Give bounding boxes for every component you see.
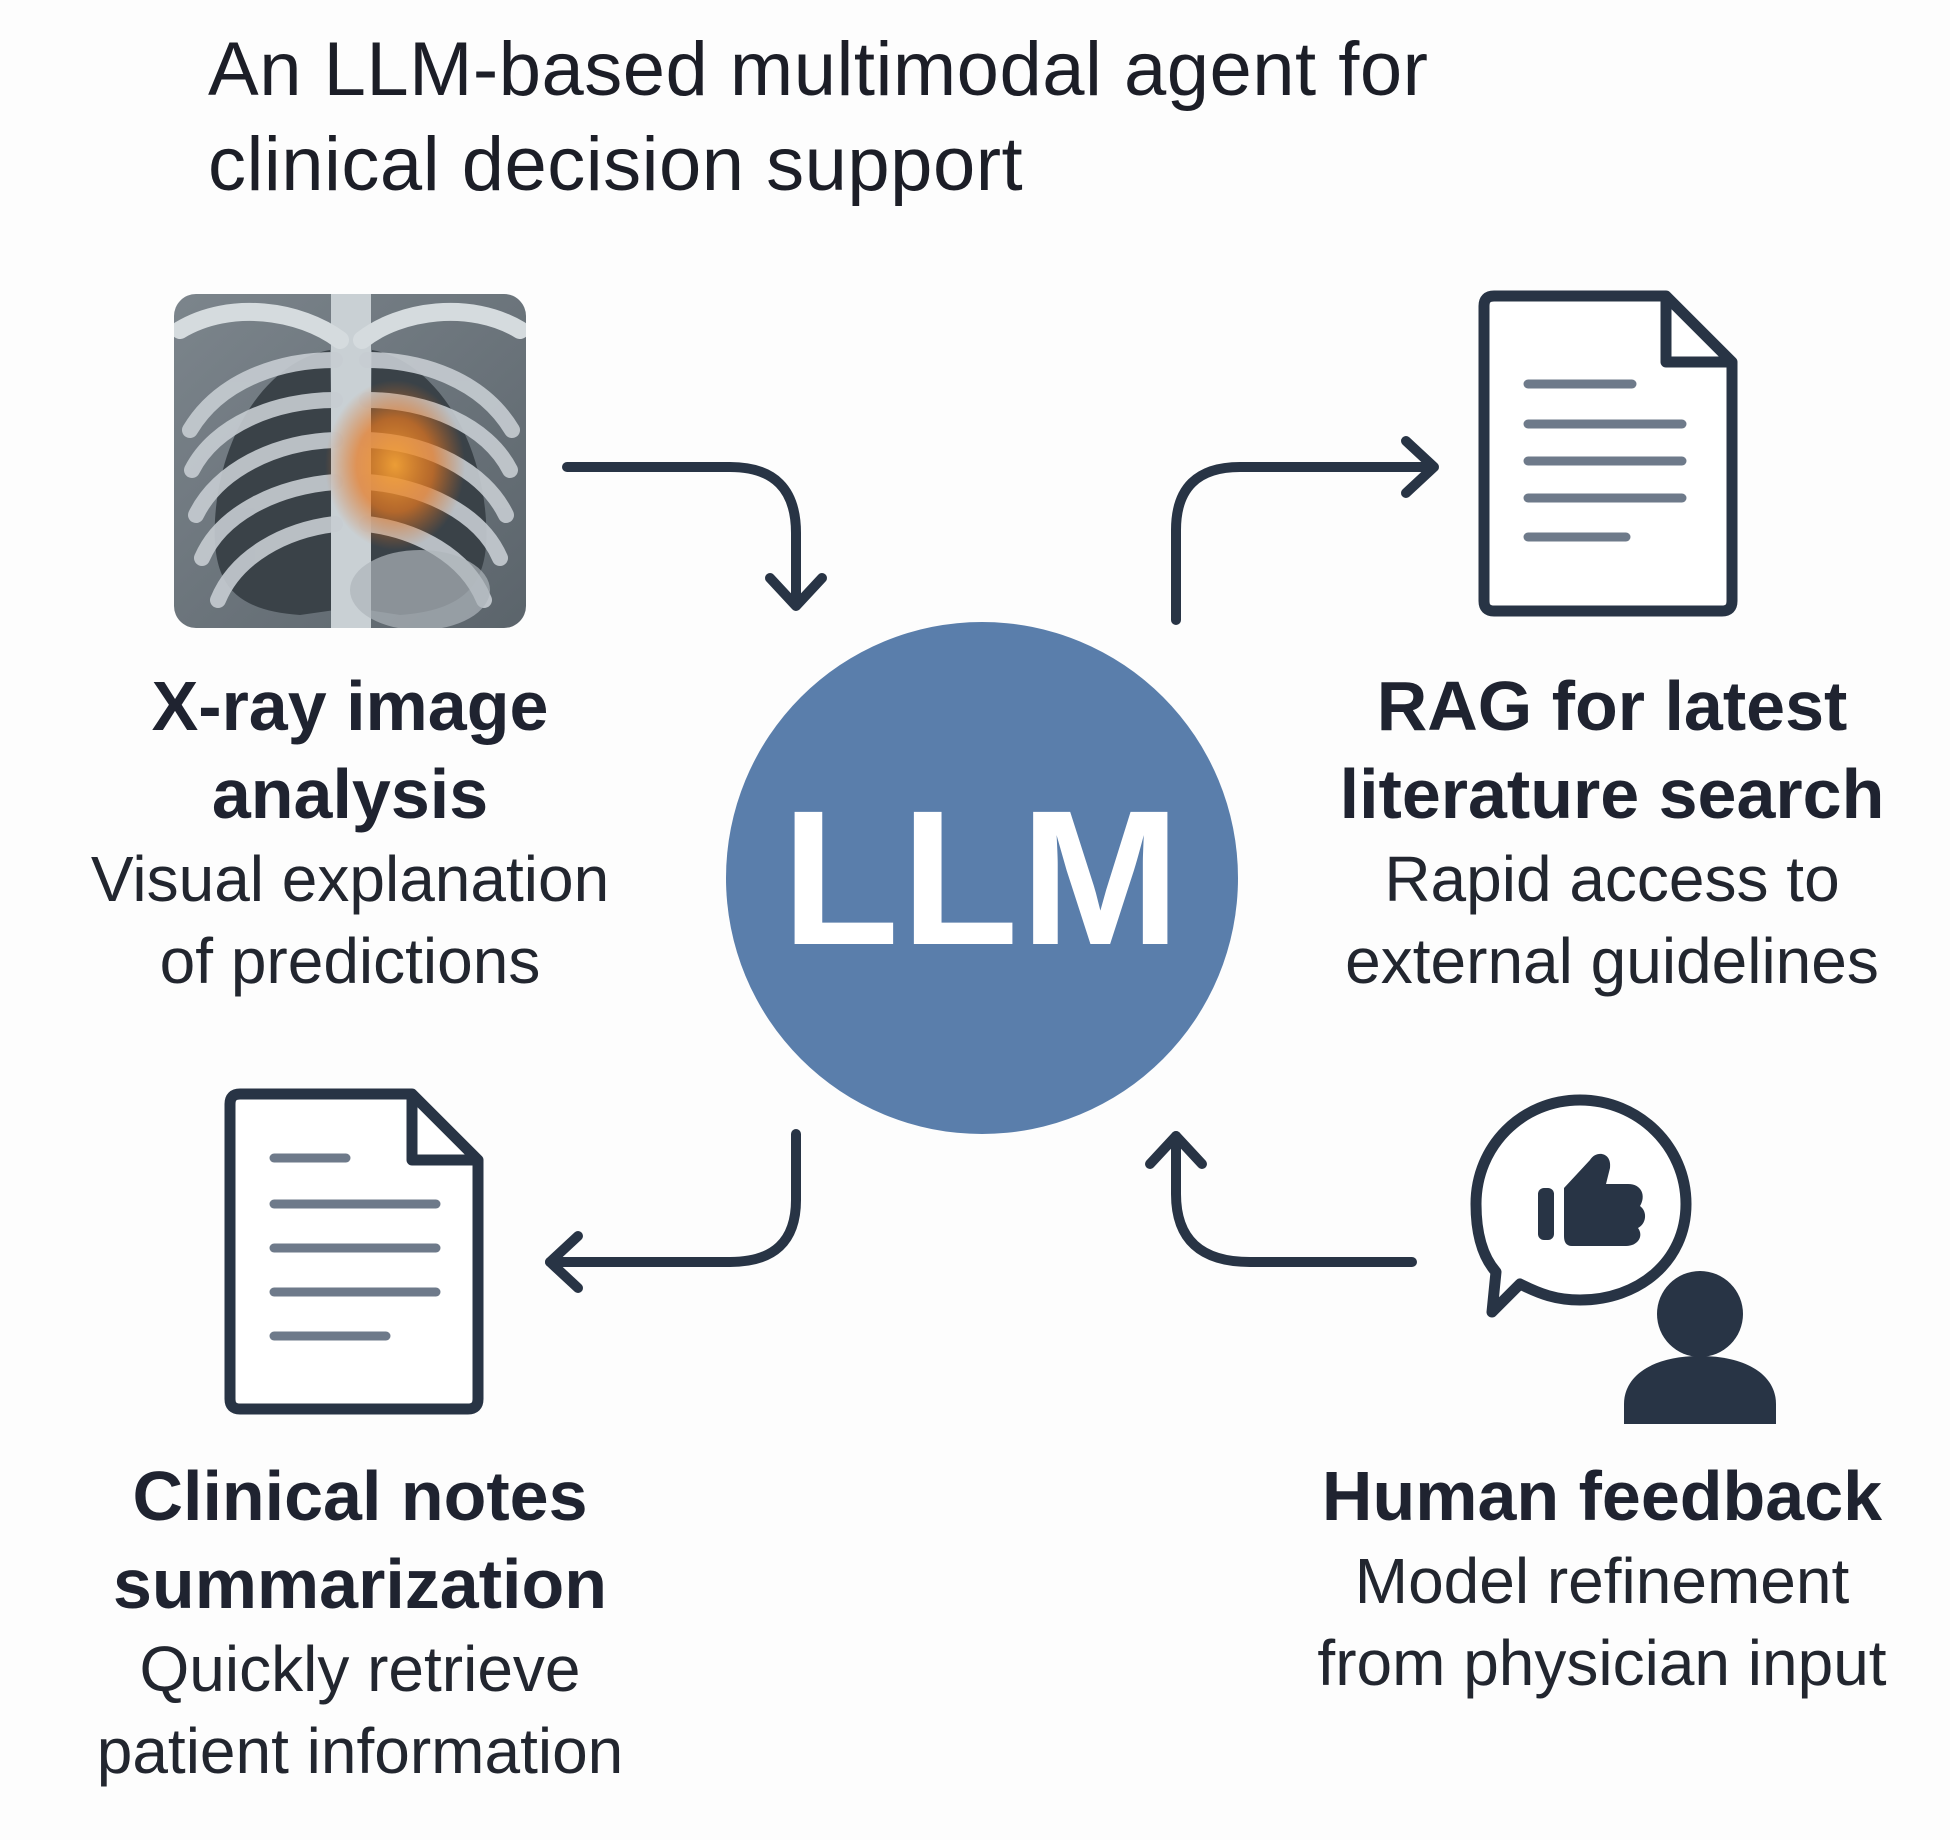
feedback-desc-line-1: Model refinement <box>1354 1545 1850 1617</box>
notes-desc-line-1: Quickly retrieve <box>139 1633 581 1705</box>
rag-desc-line-2: external guidelines <box>1345 925 1879 997</box>
feedback-description: Model refinement from physician input <box>1262 1540 1942 1704</box>
notes-title-line-1: Clinical notes <box>132 1457 588 1535</box>
document-icon <box>224 1088 484 1415</box>
arrow-xray-to-llm <box>562 462 801 609</box>
xray-title-line-1: X-ray image <box>151 667 549 745</box>
rag-title-line-1: RAG for latest <box>1376 667 1848 745</box>
notes-block: Clinical notes summarization Quickly ret… <box>40 1452 680 1792</box>
xray-description: Visual explanation of predictions <box>40 838 660 1002</box>
xray-title: X-ray image analysis <box>40 662 660 838</box>
notes-description: Quickly retrieve patient information <box>40 1628 680 1792</box>
arrowhead-left <box>545 1231 583 1293</box>
arrowhead-down <box>765 573 827 611</box>
arrow-llm-to-notes <box>545 1129 801 1267</box>
xray-title-line-2: analysis <box>211 755 489 833</box>
feedback-desc-line-2: from physician input <box>1317 1627 1887 1699</box>
feedback-block: Human feedback Model refinement from phy… <box>1262 1452 1942 1704</box>
notes-title: Clinical notes summarization <box>40 1452 680 1628</box>
rag-title-line-2: literature search <box>1339 755 1885 833</box>
rag-description: Rapid access to external guidelines <box>1302 838 1922 1002</box>
arrowhead-up <box>1145 1131 1207 1169</box>
rag-block: RAG for latest literature search Rapid a… <box>1302 662 1922 1002</box>
notes-desc-line-2: patient information <box>96 1715 624 1787</box>
llm-node: LLM <box>726 622 1238 1134</box>
xray-desc-line-1: Visual explanation <box>90 843 610 915</box>
xray-desc-line-2: of predictions <box>159 925 541 997</box>
title-line-1: An LLM-based multimodal agent for <box>208 27 1429 112</box>
title-line-2: clinical decision support <box>208 122 1024 207</box>
xray-block: X-ray image analysis Visual explanation … <box>40 662 660 1002</box>
person-icon <box>1624 1271 1776 1424</box>
notes-title-line-2: summarization <box>113 1545 607 1623</box>
arrow-feedback-to-llm <box>1171 1131 1417 1267</box>
arrowhead-right <box>1401 436 1439 498</box>
feedback-title: Human feedback <box>1262 1452 1942 1540</box>
feedback-title-line-1: Human feedback <box>1321 1457 1883 1535</box>
rag-desc-line-1: Rapid access to <box>1384 843 1840 915</box>
llm-label: LLM <box>781 770 1183 985</box>
rag-title: RAG for latest literature search <box>1302 662 1922 838</box>
arrow-llm-to-rag <box>1171 462 1437 625</box>
chest-xray-image <box>174 294 526 628</box>
document-icon <box>1478 290 1738 617</box>
page-title: An LLM-based multimodal agent for clinic… <box>208 22 1708 212</box>
thumbs-up-icon <box>1538 1153 1646 1246</box>
